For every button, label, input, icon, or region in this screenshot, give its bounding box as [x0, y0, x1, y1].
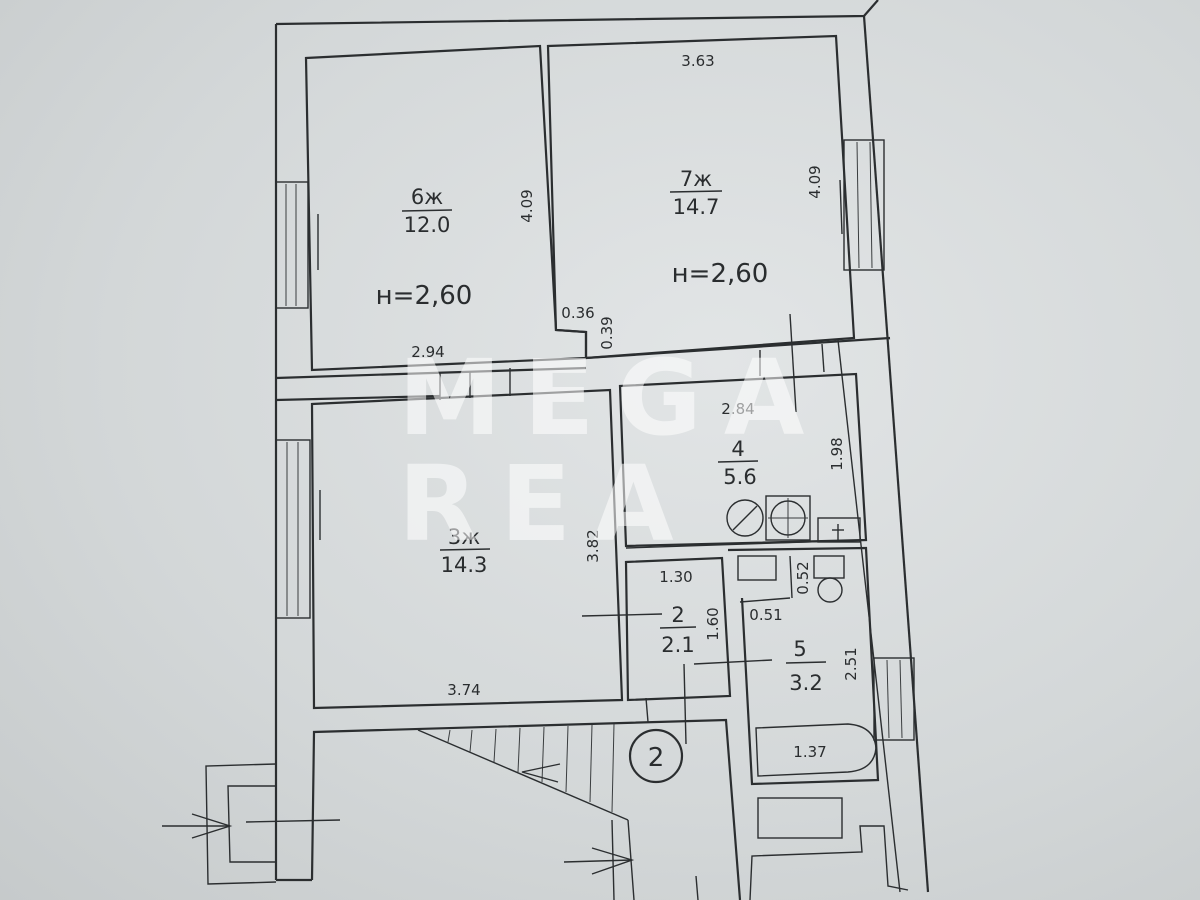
- room-4-side-dim: 1.98: [828, 437, 846, 470]
- watermark: MEGA REA: [398, 337, 826, 565]
- sink-icon: [817, 517, 861, 543]
- room-7-labels: 3.63 7ж 14.7 н=2,60 4.09 0.36 0.39: [561, 52, 824, 350]
- room-6-labels: 6ж 12.0 н=2,60 4.09 2.94: [376, 185, 536, 361]
- room-3-bottom-dim: 3.74: [447, 681, 480, 699]
- room-4-name: 4: [731, 437, 744, 461]
- room-5-name: 5: [793, 637, 806, 661]
- room-3-labels: 3ж 14.3 3.82 3.74: [439, 525, 602, 699]
- stairs: [310, 697, 742, 900]
- room-7-dim-a: 0.36: [561, 304, 594, 322]
- room-5-labels: 0.52 0.51 5 3.2 2.51 1.37: [749, 561, 860, 761]
- room-3-area: 14.3: [441, 553, 488, 577]
- room-2-area: 2.1: [661, 633, 694, 657]
- room-5-area: 3.2: [789, 671, 822, 695]
- toilet-icon: [813, 555, 845, 603]
- room-2-walls: [624, 556, 732, 702]
- room-7-area: 14.7: [673, 195, 720, 219]
- room-4-top-dim: 2.84: [721, 400, 754, 418]
- room-7-height: н=2,60: [672, 259, 769, 289]
- room-5-walls: [727, 546, 880, 786]
- room-3-side-dim: 3.82: [584, 529, 602, 562]
- window-right-bath: [873, 657, 915, 741]
- room-6-walls: [304, 44, 588, 372]
- watermark-line-2: REA: [398, 443, 696, 565]
- bathtub-icon: [755, 723, 877, 777]
- room-7-name: 7ж: [680, 167, 712, 191]
- room-6-bottom-dim: 2.94: [411, 343, 444, 361]
- room-4-area: 5.6: [723, 465, 756, 489]
- room-3-walls: [310, 388, 624, 710]
- watermark-line-1: MEGA: [398, 337, 826, 459]
- room-7-side-dim: 4.09: [806, 165, 824, 198]
- room-4-labels: 2.84 4 5.6 1.98: [717, 400, 846, 489]
- outer-walls: [274, 0, 930, 893]
- window-right-top: [839, 139, 885, 271]
- windows: [275, 139, 915, 741]
- room-2-labels: 1.30 2 2.1 1.60: [659, 568, 722, 657]
- room-3-name: 3ж: [448, 525, 480, 549]
- room-7-dim-b: 0.39: [598, 316, 616, 349]
- room-6-area: 12.0: [404, 213, 451, 237]
- entrance-porch: [162, 763, 635, 885]
- bathtub-dim: 1.37: [793, 743, 826, 761]
- window-left-mid: [275, 439, 321, 619]
- section-marker: 2: [628, 728, 684, 784]
- door-lines: [581, 313, 797, 745]
- room-6-height: н=2,60: [376, 281, 473, 311]
- room-6-side-dim: 4.09: [518, 189, 536, 222]
- corridor-walls: [275, 336, 891, 402]
- section-marker-label: 2: [648, 743, 665, 773]
- window-left-top: [275, 181, 319, 309]
- room-6-name: 6ж: [411, 185, 443, 209]
- lower-right-fixtures: [749, 797, 909, 900]
- room-2-name: 2: [671, 603, 684, 627]
- room-2-top-dim: 1.30: [659, 568, 692, 586]
- room-5-side-dim: 2.51: [842, 647, 860, 680]
- stove-icon: [726, 495, 811, 541]
- room-5-dim-b: 0.51: [749, 606, 782, 624]
- room-2-side-dim: 1.60: [704, 607, 722, 640]
- room-7-top-dim: 3.63: [681, 52, 714, 70]
- room-5-dim-a: 0.52: [794, 561, 812, 594]
